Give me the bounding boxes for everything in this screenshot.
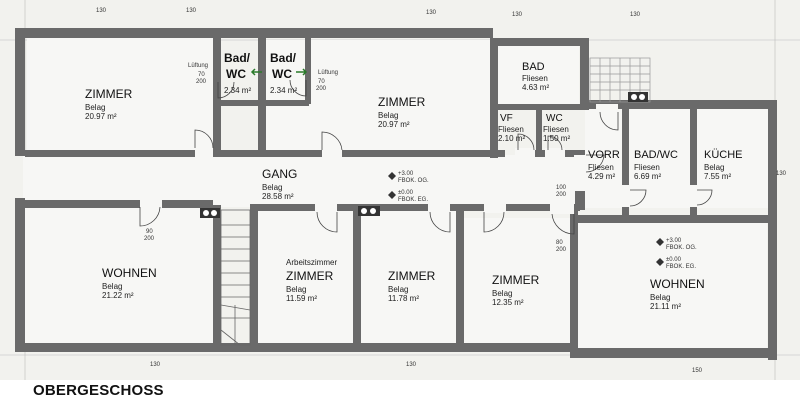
level-fbok-og-gang: FBOK. OG.	[398, 178, 429, 184]
level-plus-og-gang: +3.00	[398, 171, 414, 177]
dim-bottom-2: 130	[406, 362, 417, 368]
door-dim-200-wohnen: 200	[144, 236, 155, 242]
lueftung-label-2: Lüftung	[318, 70, 338, 76]
room-name-wohnen-w: WOHNEN	[102, 266, 157, 280]
room-name-zimmer-s3: ZIMMER	[492, 273, 540, 287]
room-area-bad-wc-2: 2.34 m²	[270, 86, 297, 95]
room-name-bad-wc-e: BAD/WC	[634, 149, 678, 161]
room-name-vf: VF	[500, 113, 513, 124]
room-name-wohnen-e: WOHNEN	[650, 277, 705, 291]
room-belag-wohnen-w: Belag	[102, 282, 122, 291]
door-dim-100: 100	[556, 185, 567, 191]
room-area-zimmer-nw: 20.97 m²	[85, 112, 117, 121]
room-name-bad-wc-2-line1: Bad/	[270, 51, 297, 65]
room-name-zimmer-nw: ZIMMER	[85, 87, 133, 101]
room-area-zimmer-s3: 12.35 m²	[492, 298, 524, 307]
room-area-zimmer-s2: 11.78 m²	[388, 294, 419, 303]
dim-bottom-1: 130	[150, 362, 161, 368]
dim-top-2: 130	[186, 8, 197, 14]
room-area-wohnen-e: 21.11 m²	[650, 302, 681, 311]
room-area-vf: 2.10 m²	[498, 134, 525, 143]
room-name-zimmer-n: ZIMMER	[378, 95, 426, 109]
page-title: OBERGESCHOSS	[33, 382, 164, 399]
door-dim-200-b: 200	[316, 86, 327, 92]
room-area-zimmer-n: 20.97 m²	[378, 120, 410, 129]
dim-bottom-3: 150	[692, 368, 703, 374]
room-name-kueche: KÜCHE	[704, 149, 743, 161]
lueftung-label-1: Lüftung	[188, 63, 208, 69]
room-name-bad-wc-1-line2: WC	[226, 67, 246, 81]
room-name-zimmer-s2: ZIMMER	[388, 269, 436, 283]
chimney-markers	[200, 92, 648, 218]
room-area-arbeitszimmer: 11.59 m²	[286, 294, 317, 303]
room-belag-zimmer-nw: Belag	[85, 103, 105, 112]
stairs	[220, 209, 251, 346]
room-belag-zimmer-s3: Belag	[492, 289, 512, 298]
room-belag-zimmer-s2: Belag	[388, 285, 408, 294]
room-belag-kueche: Belag	[704, 163, 724, 172]
dim-top-1: 130	[96, 8, 107, 14]
door-dim-70-a: 70	[198, 72, 205, 78]
room-belag-arbeitszimmer: Belag	[286, 285, 306, 294]
room-belag-gang: Belag	[262, 183, 282, 192]
door-dimensions: 70 200 70 200 90 200 100 200 80 200	[144, 72, 567, 253]
room-area-bad-wc-1: 2.34 m²	[224, 86, 251, 95]
level-pm-eg-wohnen: ±0.00	[666, 257, 682, 263]
level-fbok-eg-gang: FBOK. EG.	[398, 197, 428, 203]
level-plus-og-wohnen: +3.00	[666, 238, 682, 244]
dim-top-4: 130	[512, 12, 523, 18]
room-name-bad-wc-1-line1: Bad/	[224, 51, 251, 65]
dim-top-5: 130	[630, 12, 641, 18]
room-area-wc: 1.50 m²	[543, 134, 570, 143]
outer-dimensions: 130 130 130 130 130 130 130 130 150	[96, 8, 787, 374]
door-dim-200-e: 200	[556, 247, 567, 253]
room-name-arbeitszimmer: ZIMMER	[286, 269, 334, 283]
level-markers	[250, 68, 664, 266]
room-area-bad-wc-e: 6.69 m²	[634, 172, 661, 181]
room-fills	[23, 35, 770, 350]
door-dim-90-wohnen: 90	[146, 229, 153, 235]
dim-top-3: 130	[426, 10, 437, 16]
exterior-stairs	[589, 57, 651, 103]
dim-right-1: 130	[776, 171, 787, 177]
level-fbok-eg-wohnen: FBOK. EG.	[666, 264, 696, 270]
door-swings	[139, 79, 713, 235]
room-belag-bad-wc-e: Fliesen	[634, 163, 660, 172]
room-belag-vf: Fliesen	[498, 125, 524, 134]
room-area-wohnen-w: 21.22 m²	[102, 291, 134, 300]
room-name-wc: WC	[546, 113, 563, 124]
door-dim-70-b: 70	[318, 79, 325, 85]
door-dim-200-a: 200	[196, 79, 207, 85]
room-name-gang: GANG	[262, 167, 297, 181]
room-area-kueche: 7.55 m²	[704, 172, 731, 181]
caption-strip	[0, 380, 800, 410]
room-belag-wc: Fliesen	[543, 125, 569, 134]
level-fbok-og-wohnen: FBOK. OG.	[666, 245, 697, 251]
door-dim-80: 80	[556, 240, 563, 246]
room-belag-wohnen-e: Belag	[650, 293, 670, 302]
room-area-bad: 4.63 m²	[522, 83, 549, 92]
room-belag-zimmer-n: Belag	[378, 111, 398, 120]
door-openings	[140, 104, 700, 214]
room-belag-vorr: Fliesen	[588, 163, 614, 172]
level-pm-eg-gang: ±0.00	[398, 190, 414, 196]
room-area-vorr: 4.29 m²	[588, 172, 615, 181]
room-name-vorr: VORR	[588, 149, 620, 161]
room-sub-arbeitszimmer: Arbeitszimmer	[286, 258, 337, 267]
room-name-bad: BAD	[522, 61, 545, 73]
room-area-gang: 28.58 m²	[262, 192, 294, 201]
door-dim-200-gang: 200	[556, 192, 567, 198]
room-name-bad-wc-2-line2: WC	[272, 67, 292, 81]
room-belag-bad: Fliesen	[522, 74, 548, 83]
